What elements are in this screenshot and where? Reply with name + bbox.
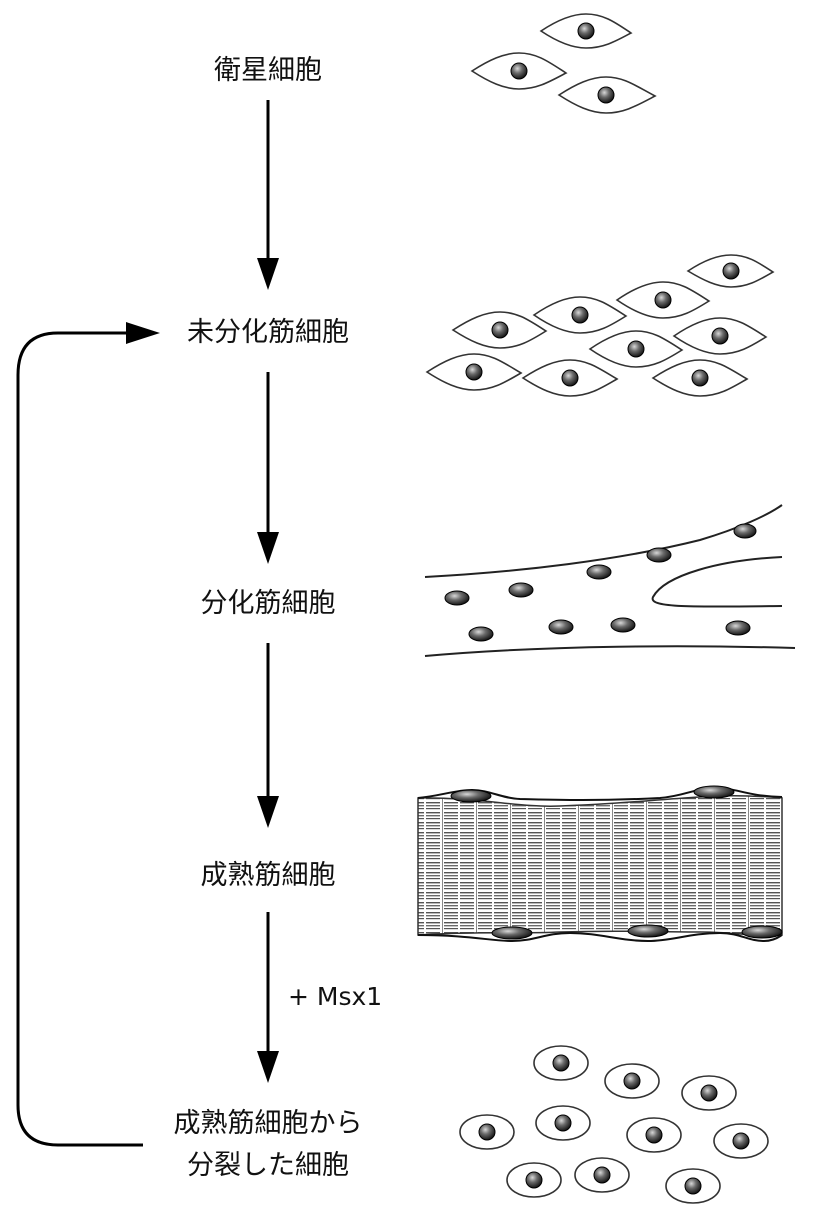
stage-label-mature-muscle-cell: 成熟筋細胞 bbox=[200, 860, 336, 891]
stage-label-satellite-cell: 衛星細胞 bbox=[214, 55, 322, 86]
differentiated-cell-illustration bbox=[424, 504, 796, 657]
stage-label-divided-cells-line1: 成熟筋細胞から bbox=[173, 1108, 363, 1139]
return-loop-arrow bbox=[16, 322, 160, 1147]
satellite-cells-illustration bbox=[470, 13, 657, 114]
arrow-mature-to-divided bbox=[257, 912, 279, 1083]
mature-muscle-fiber-illustration bbox=[417, 785, 783, 943]
msx1-annotation: + Msx1 bbox=[288, 982, 383, 1011]
stage-label-differentiated-muscle-cell: 分化筋細胞 bbox=[200, 588, 336, 619]
stage-label-undifferentiated-muscle-cell: 未分化筋細胞 bbox=[187, 317, 349, 348]
divided-cells-illustration bbox=[459, 1045, 769, 1204]
arrow-undifferentiated-to-differentiated bbox=[257, 372, 279, 564]
arrow-differentiated-to-mature bbox=[257, 643, 279, 828]
stage-label-divided-cells-line2: 分裂した細胞 bbox=[187, 1150, 349, 1181]
undifferentiated-cells-illustration bbox=[425, 254, 775, 397]
arrow-satellite-to-undifferentiated bbox=[257, 100, 279, 290]
